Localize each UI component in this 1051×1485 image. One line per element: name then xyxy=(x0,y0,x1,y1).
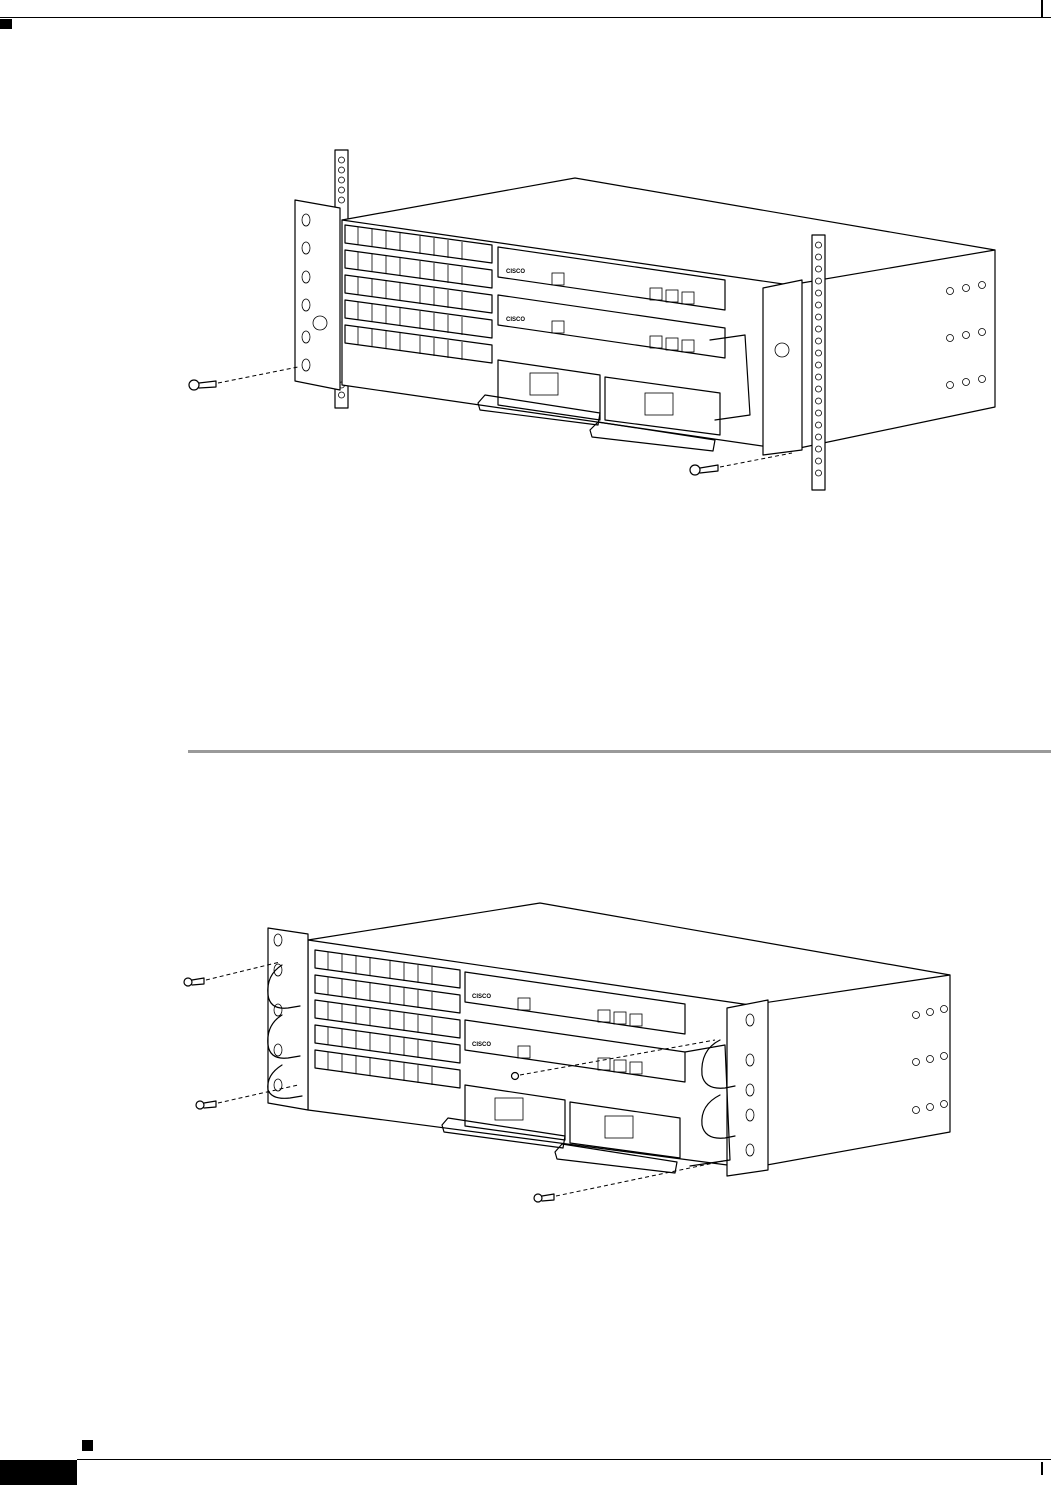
card-logo-lower: CISCO xyxy=(472,1042,491,1048)
header-edge-tick xyxy=(1041,0,1043,17)
screw-right xyxy=(690,453,792,475)
header-marker xyxy=(0,19,12,29)
footer-rule xyxy=(77,1459,1051,1460)
screw-upper-left xyxy=(184,962,280,986)
card-logo-lower: CISCO xyxy=(506,317,525,323)
footer-marker xyxy=(82,1440,93,1451)
figure-front-rack-mount: CISCO CISCO xyxy=(180,145,1020,495)
card-logo-upper: CISCO xyxy=(472,994,491,1000)
footer-page-tab xyxy=(0,1460,77,1485)
section-divider xyxy=(188,750,1051,753)
footer-edge-tick xyxy=(1041,1462,1043,1475)
right-rack-ear xyxy=(727,1000,768,1176)
left-rack-ear xyxy=(295,200,340,390)
left-rack-ear xyxy=(268,928,308,1110)
screw-left xyxy=(189,367,298,390)
chassis xyxy=(308,903,950,1168)
chassis xyxy=(342,178,995,450)
right-rack-rail xyxy=(812,235,825,490)
screw-bottom xyxy=(534,1160,728,1202)
figure-cable-management-mount: CISCO CISCO xyxy=(180,900,970,1210)
header-rule xyxy=(0,17,1051,18)
card-logo-upper: CISCO xyxy=(506,269,525,275)
